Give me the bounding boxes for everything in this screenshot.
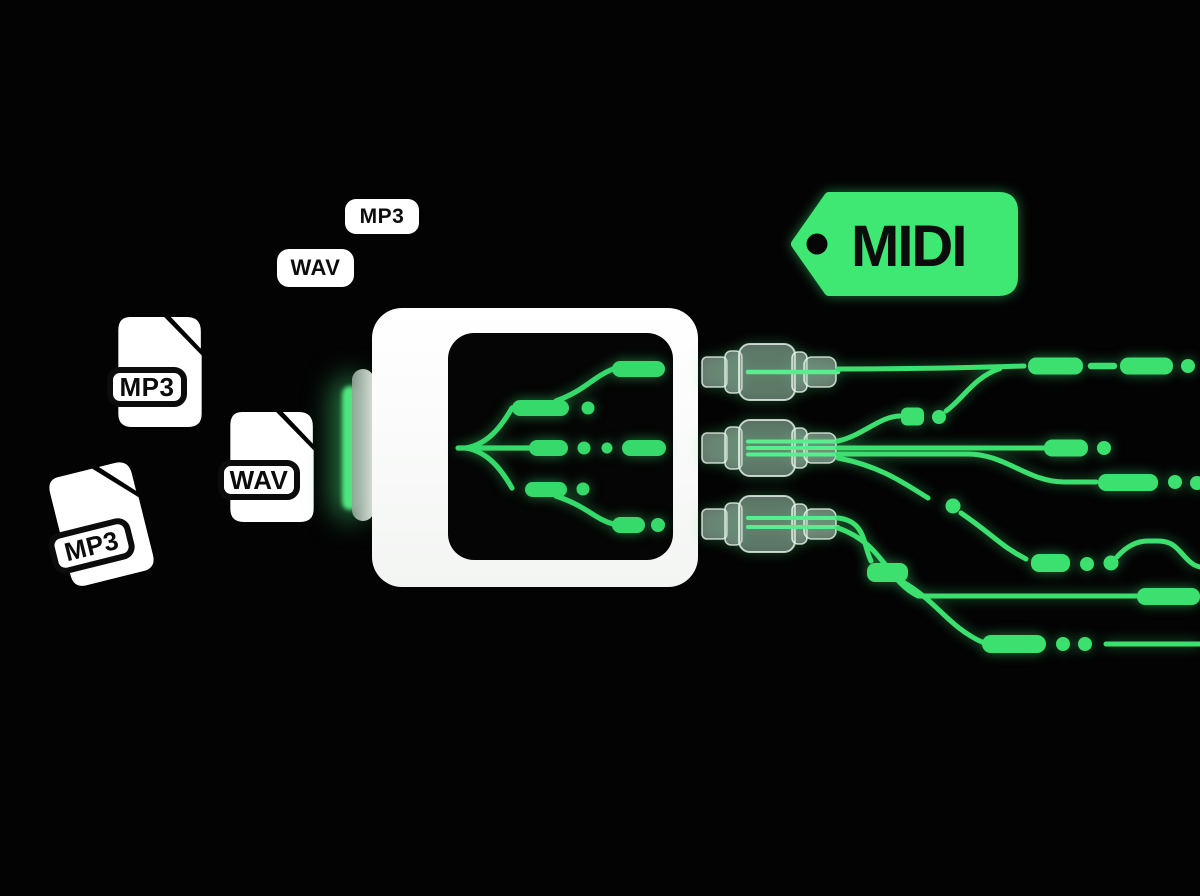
device-screen [448, 333, 673, 560]
midi-output-wiring [701, 343, 1200, 653]
wire-trace [835, 451, 1099, 485]
format-pill-mp3: MP3 [345, 199, 419, 234]
wire-trace [835, 515, 874, 564]
midi-trace-6 [835, 515, 1200, 653]
node-block [612, 517, 645, 533]
file-label: MP3 [107, 367, 187, 407]
note-block [1031, 554, 1070, 572]
file-icon-mp3-1: MP3 [107, 317, 203, 429]
midi-trace-7 [835, 525, 1200, 605]
price-tag-icon [791, 192, 1018, 296]
node-dot [576, 482, 590, 496]
note-dot [1103, 555, 1119, 571]
note-block [1044, 439, 1088, 457]
tag-hole [806, 233, 828, 255]
connector-stem [701, 356, 728, 388]
file-label: WAV [218, 460, 300, 500]
branch-bottom-link [553, 493, 616, 527]
input-port [352, 369, 374, 521]
note-block [901, 407, 924, 426]
midi-tag: MIDI [791, 192, 1018, 296]
node-block [622, 440, 666, 456]
note-block [1137, 588, 1200, 605]
branch-up [463, 405, 515, 451]
wire-trace [835, 413, 903, 444]
wire-trace [835, 455, 931, 501]
audio-connector-bottom [701, 495, 844, 553]
note-dot [1181, 359, 1195, 373]
connector-stem [701, 508, 728, 540]
node-block [512, 400, 569, 416]
note-dot [932, 410, 946, 424]
note-block [982, 635, 1046, 653]
screen-flow-diagram [455, 361, 666, 533]
note-block [1098, 474, 1158, 491]
note-dot [1097, 441, 1111, 455]
midi-trace-4 [835, 451, 1200, 491]
branch-top-link [553, 366, 616, 404]
doc-fold-corner [98, 462, 137, 491]
midi-trace-5 [835, 455, 1200, 572]
branch-down [463, 445, 515, 491]
audio-connector-middle [701, 419, 844, 477]
format-pill-wav: WAV [277, 249, 354, 287]
node-dot [577, 441, 591, 455]
branching-node-tree-icon [455, 361, 666, 533]
file-icon-wav: WAV [218, 412, 314, 522]
note-dot [945, 498, 961, 514]
note-dot [1168, 475, 1182, 489]
note-block [1120, 357, 1173, 375]
node-dot [651, 518, 665, 532]
wire-trace [900, 579, 987, 646]
converter-device [372, 308, 698, 587]
wire-trace [958, 510, 1029, 562]
node-block [529, 440, 568, 456]
wire-trace [835, 525, 1139, 599]
node-dot [581, 401, 595, 415]
midi-trace-2 [835, 366, 1003, 444]
wire-trace [1114, 538, 1200, 570]
audio-connector-top [701, 343, 844, 401]
node-block [612, 361, 665, 377]
doc-fold-corner [170, 317, 201, 349]
note-dot [1056, 637, 1070, 651]
doc-fold-corner [282, 412, 313, 444]
midi-tag-label: MIDI [851, 214, 965, 279]
note-dot [1080, 557, 1094, 571]
wire-trace [943, 366, 1003, 414]
note-dot [1078, 637, 1092, 651]
note-block [1028, 357, 1083, 375]
node-dot [601, 442, 613, 454]
file-icon-mp3-2: MP3 [32, 454, 172, 605]
note-dot [1190, 476, 1200, 490]
midi-trace-1 [835, 357, 1195, 375]
connector-collar [724, 502, 743, 546]
node-block [525, 482, 567, 497]
connector-stem [701, 432, 728, 464]
midi-trace-3 [835, 439, 1111, 457]
